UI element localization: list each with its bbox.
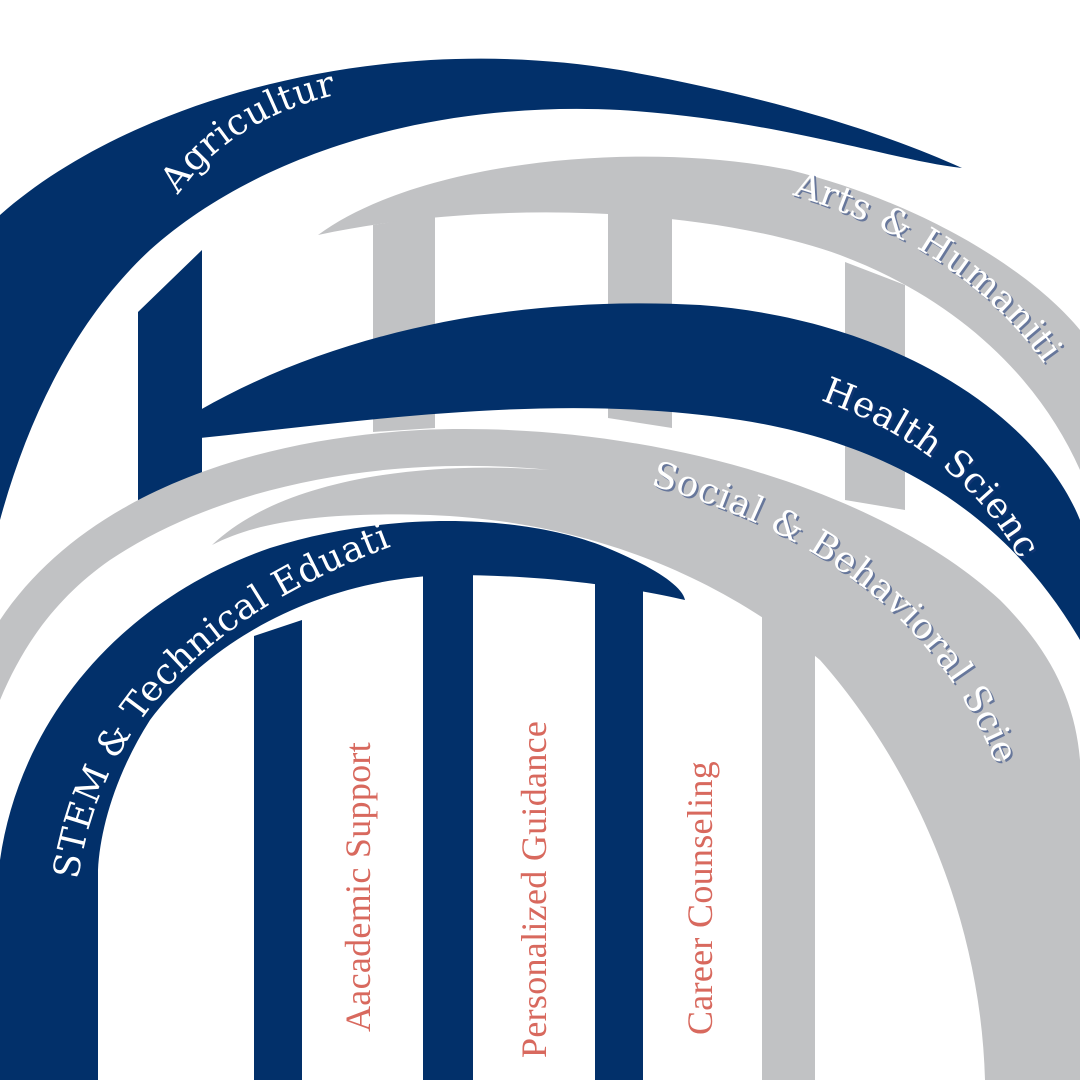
agriculture-pillar-left bbox=[138, 250, 202, 505]
stem-pillar-2 bbox=[423, 574, 473, 1080]
stem-pillar-1 bbox=[254, 620, 302, 1080]
agriculture-arch bbox=[0, 58, 962, 521]
social-pillar-right bbox=[762, 600, 815, 1080]
personalized-guidance-label: Personalized Guidance bbox=[514, 721, 554, 1058]
career-counseling-label: Career Counseling bbox=[680, 761, 720, 1035]
academic-support-label: Aacademic Support bbox=[338, 742, 378, 1032]
health-science-arch bbox=[200, 303, 1080, 640]
stem-arch-band bbox=[0, 520, 685, 1080]
social-behavioral-arch bbox=[0, 429, 1080, 1080]
health-arch-band bbox=[200, 303, 1080, 640]
pillar-labels: Aacademic Support Personalized Guidance … bbox=[338, 721, 720, 1058]
agriculture-arch-band bbox=[0, 58, 962, 521]
agriculture-label: Agriculture bbox=[0, 0, 339, 201]
stem-arch bbox=[0, 520, 685, 1080]
social-arch-band bbox=[0, 429, 1080, 1080]
arts-arch-band bbox=[318, 156, 1080, 470]
stem-pillar-3 bbox=[595, 580, 643, 1080]
